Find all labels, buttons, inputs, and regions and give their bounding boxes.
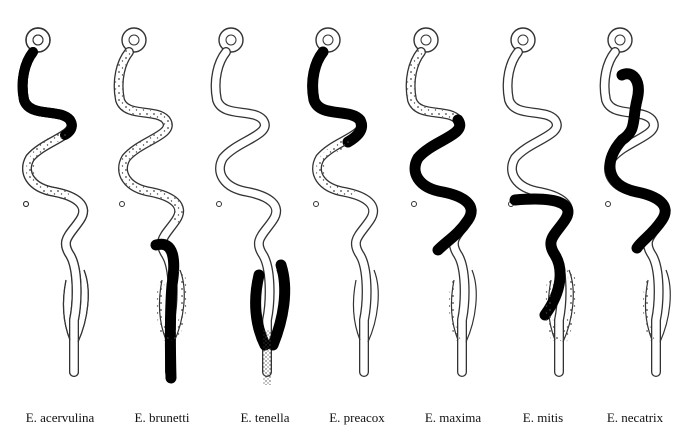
label-brunetti: E. brunetti	[135, 410, 190, 426]
diagram-acervulina	[23, 28, 89, 372]
label-acervulina: E. acervulina	[26, 410, 95, 426]
diagram-brunetti	[119, 28, 185, 378]
label-mitis: E. mitis	[523, 410, 563, 426]
label-maxima: E. maxima	[425, 410, 481, 426]
diagram-mitis	[508, 28, 574, 372]
label-tenella: E. tenella	[240, 410, 289, 426]
label-preacox: E. preacox	[329, 410, 385, 426]
diagram-preacox	[313, 28, 379, 372]
diagram-necatrix	[605, 28, 671, 372]
diagram-maxima	[411, 28, 477, 372]
diagram-tenella	[216, 28, 285, 385]
label-necatrix: E. necatrix	[607, 410, 663, 426]
